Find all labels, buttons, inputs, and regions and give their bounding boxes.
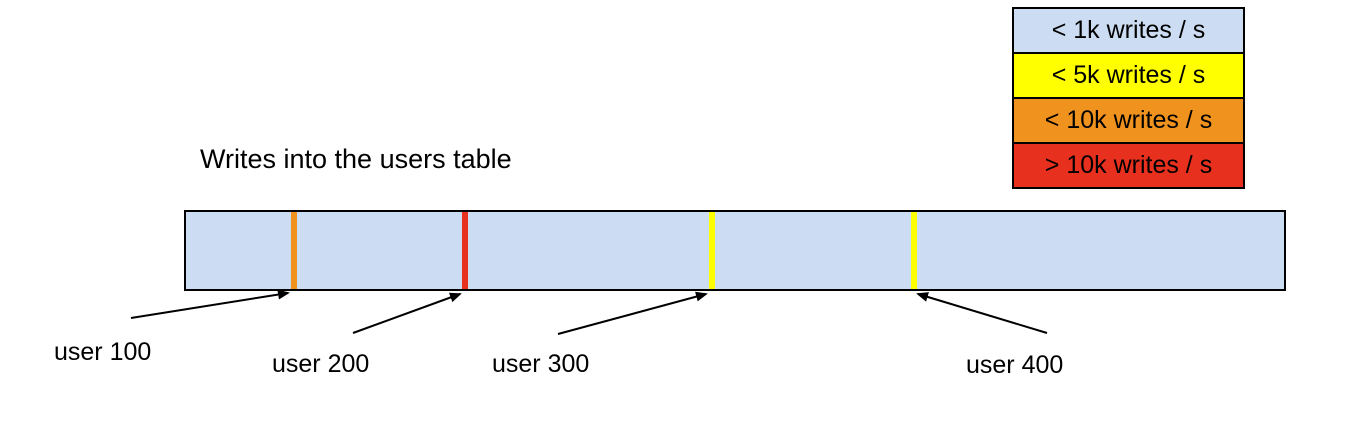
legend-item-gt-10k-label: > 10k writes / s [1044, 151, 1213, 179]
legend-item-lt-5k-label: < 5k writes / s [1051, 61, 1206, 89]
legend-item-gt-10k: > 10k writes / s [1012, 142, 1245, 189]
label-user-400: user 400 [966, 351, 1064, 379]
label-user-200: user 200 [272, 350, 370, 378]
diagram-title: Writes into the users table [200, 144, 512, 174]
arrow-user-300 [557, 291, 708, 335]
hot-stripe-user-300 [708, 212, 715, 289]
legend-item-lt-1k-label: < 1k writes / s [1051, 16, 1206, 44]
legend-item-lt-10k-label: < 10k writes / s [1044, 106, 1213, 134]
arrow-user-400 [916, 292, 1048, 334]
legend: < 1k writes / s < 5k writes / s < 10k wr… [1012, 7, 1245, 189]
users-table-bar [184, 210, 1286, 291]
label-user-100: user 100 [54, 338, 152, 366]
arrow-user-200 [352, 292, 462, 334]
label-user-300: user 300 [492, 350, 590, 378]
legend-item-lt-1k: < 1k writes / s [1012, 7, 1245, 54]
hot-stripe-user-200 [461, 212, 468, 289]
legend-item-lt-5k: < 5k writes / s [1012, 52, 1245, 99]
hot-stripe-user-100 [290, 212, 297, 289]
legend-item-lt-10k: < 10k writes / s [1012, 97, 1245, 144]
arrow-user-100 [130, 289, 290, 319]
hot-stripe-user-400 [910, 212, 917, 289]
